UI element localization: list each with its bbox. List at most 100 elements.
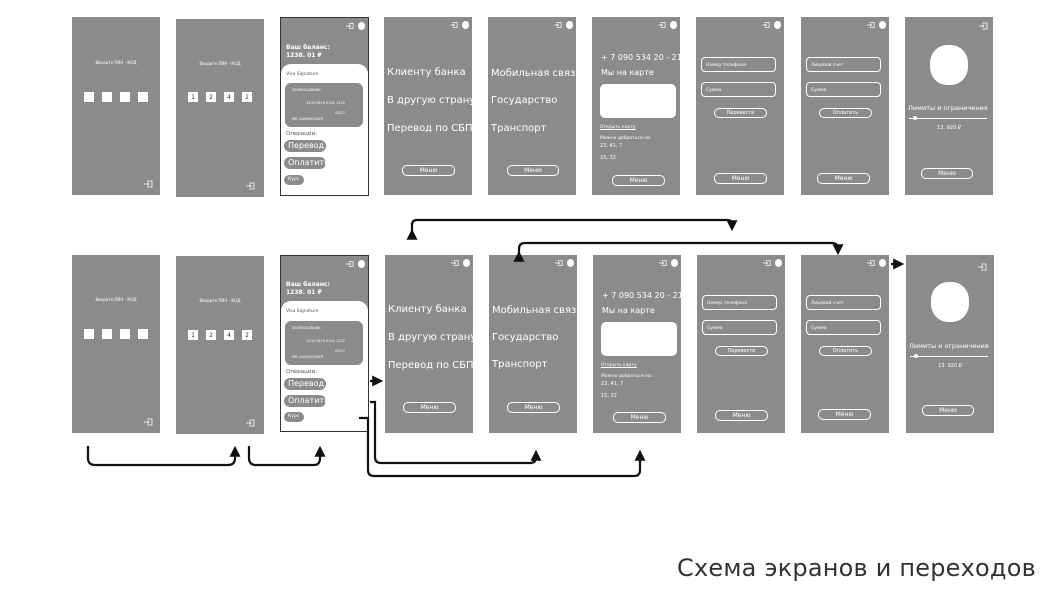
transfer-option[interactable]: Клиенту банка (388, 304, 467, 315)
menu-button[interactable]: Меню (921, 168, 973, 179)
pin-dot[interactable] (102, 329, 112, 339)
exit-icon[interactable] (346, 22, 354, 30)
avatar-icon[interactable] (774, 21, 781, 29)
pay-button[interactable]: Оплатить (284, 395, 329, 407)
pay-option[interactable]: Государство (492, 332, 559, 343)
pay-option[interactable]: Государство (491, 95, 558, 106)
exit-icon[interactable] (451, 259, 459, 267)
limit-slider-track[interactable] (909, 118, 987, 119)
rate-button[interactable]: Курс (284, 412, 304, 422)
pin-digit[interactable]: 2 (206, 92, 216, 102)
sum-input[interactable]: Сумма (806, 320, 881, 335)
avatar-icon[interactable] (671, 259, 678, 267)
menu-button[interactable]: Меню (818, 409, 871, 420)
avatar-icon[interactable] (775, 259, 782, 267)
avatar-icon[interactable] (670, 21, 677, 29)
send-button[interactable]: Перевести (714, 108, 767, 118)
pin-dot[interactable] (120, 92, 130, 102)
avatar-icon[interactable] (566, 21, 573, 29)
map-preview[interactable] (600, 84, 676, 118)
pin-digit[interactable]: 1 (188, 92, 198, 102)
pin-digit[interactable]: 2 (206, 330, 216, 340)
menu-button[interactable]: Меню (403, 402, 456, 413)
pay-option[interactable]: Транспорт (492, 359, 548, 370)
menu-button[interactable]: Меню (922, 405, 974, 416)
avatar-icon[interactable] (879, 21, 886, 29)
pay-action-button[interactable]: Оплатить (819, 108, 872, 118)
pin-dot[interactable] (138, 92, 148, 102)
avatar-icon[interactable] (879, 259, 886, 267)
profile-avatar[interactable] (931, 282, 969, 322)
exit-icon[interactable] (978, 263, 987, 271)
avatar-icon[interactable] (358, 22, 365, 30)
menu-button[interactable]: Меню (507, 402, 560, 413)
pay-option[interactable]: Мобильная связь (492, 305, 577, 316)
contact-phone[interactable]: + 7 090 534 20 - 21 (601, 53, 680, 62)
pin-digit[interactable]: 1 (188, 330, 198, 340)
phone-input[interactable]: Номер телефона (701, 57, 776, 72)
menu-button[interactable]: Меню (402, 165, 455, 176)
exit-icon[interactable] (659, 259, 667, 267)
pin-dot[interactable] (138, 329, 148, 339)
exit-icon[interactable] (246, 182, 255, 190)
bank-card[interactable]: SEVERGAZBANK 1234 5678 9101 1232 03/27 M… (285, 83, 363, 127)
limit-slider-knob[interactable] (912, 116, 917, 120)
transfer-button[interactable]: Перевод (284, 378, 326, 390)
pin-digit[interactable]: 2 (242, 330, 252, 340)
pin-dot[interactable] (102, 92, 112, 102)
transfer-option[interactable]: В другую страну (388, 332, 473, 343)
exit-icon[interactable] (246, 419, 255, 427)
profile-avatar[interactable] (930, 45, 968, 85)
send-button[interactable]: Перевести (715, 346, 768, 356)
avatar-icon[interactable] (463, 259, 470, 267)
exit-icon[interactable] (450, 21, 458, 29)
exit-icon[interactable] (979, 22, 988, 30)
menu-button[interactable]: Меню (715, 410, 768, 421)
exit-icon[interactable] (867, 21, 875, 29)
pin-digit[interactable]: 4 (224, 92, 234, 102)
exit-icon[interactable] (658, 21, 666, 29)
exit-icon[interactable] (346, 260, 354, 268)
exit-icon[interactable] (762, 21, 770, 29)
account-input[interactable]: Лицевой счет (806, 57, 881, 72)
exit-icon[interactable] (144, 180, 153, 188)
transfer-option[interactable]: Перевод по СБП (387, 123, 472, 134)
avatar-icon[interactable] (462, 21, 469, 29)
contact-phone[interactable]: + 7 090 534 20 - 21 (602, 291, 681, 300)
phone-input[interactable]: Номер телефона (702, 295, 777, 310)
pin-digit[interactable]: 4 (224, 330, 234, 340)
menu-button[interactable]: Меню (714, 173, 767, 184)
limit-slider-track[interactable] (910, 356, 988, 357)
pay-action-button[interactable]: Оплатить (819, 346, 872, 356)
account-input[interactable]: Лицевой счет (806, 295, 881, 310)
map-preview[interactable] (601, 322, 677, 356)
menu-button[interactable]: Меню (817, 173, 870, 184)
rate-button[interactable]: Курс (284, 175, 304, 185)
exit-icon[interactable] (555, 259, 563, 267)
menu-button[interactable]: Меню (612, 175, 665, 186)
exit-icon[interactable] (763, 259, 771, 267)
exit-icon[interactable] (554, 21, 562, 29)
transfer-option[interactable]: Клиенту банка (387, 67, 466, 78)
pin-digit[interactable]: 2 (242, 92, 252, 102)
sum-input[interactable]: Сумма (702, 320, 777, 335)
transfer-button[interactable]: Перевод (284, 140, 326, 152)
menu-button[interactable]: Меню (613, 412, 666, 423)
pin-dot[interactable] (84, 92, 94, 102)
sum-input[interactable]: Сумма (701, 82, 776, 97)
open-map-link[interactable]: Открыть карту (600, 125, 636, 130)
limit-slider-knob[interactable] (913, 354, 918, 358)
avatar-icon[interactable] (567, 259, 574, 267)
pay-option[interactable]: Мобильная связь (491, 68, 576, 79)
menu-button[interactable]: Меню (507, 165, 559, 176)
transfer-option[interactable]: Перевод по СБП (388, 360, 473, 371)
exit-icon[interactable] (867, 259, 875, 267)
pay-button[interactable]: Оплатить (284, 157, 329, 169)
pin-dot[interactable] (120, 329, 130, 339)
exit-icon[interactable] (144, 418, 153, 426)
avatar-icon[interactable] (358, 260, 365, 268)
open-map-link[interactable]: Открыть карту (601, 363, 637, 368)
sum-input[interactable]: Сумма (806, 82, 881, 97)
pin-dot[interactable] (84, 329, 94, 339)
pay-option[interactable]: Транспорт (491, 123, 547, 134)
